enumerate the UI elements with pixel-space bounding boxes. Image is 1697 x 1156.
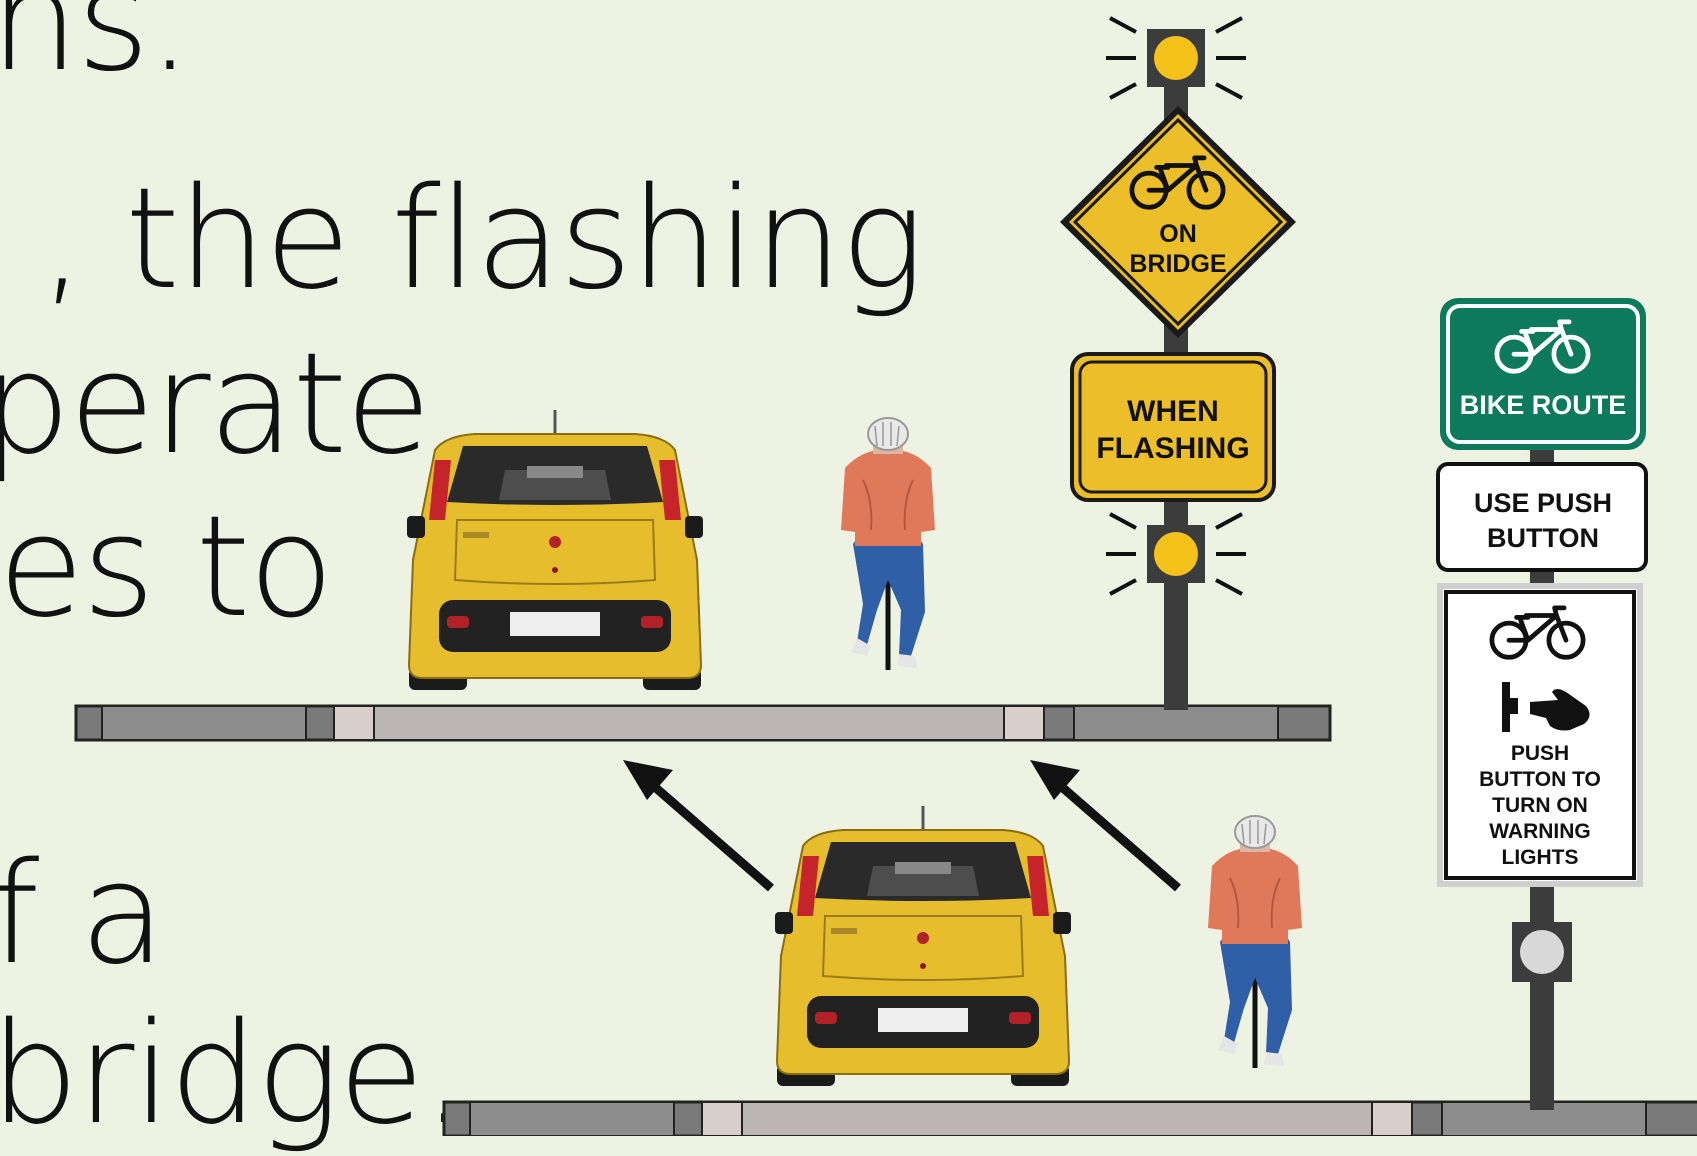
diamond-line-1: ON <box>1159 220 1197 248</box>
arrow-icon <box>1030 760 1178 888</box>
flashing-beacon-icon <box>1106 18 1246 98</box>
arrow-icon <box>623 760 771 888</box>
push-button-instruction-sign: PUSH BUTTON TO TURN ON WARNING LIGHTS <box>1440 586 1640 884</box>
instruction-line-1: PUSH <box>1511 742 1569 765</box>
cyclist-on-bridge <box>841 418 935 670</box>
push-button-line-1: USE PUSH <box>1474 488 1612 518</box>
lower-road <box>444 1102 1697 1136</box>
plaque-line-1: WHEN <box>1127 395 1219 428</box>
bike-on-bridge-warning-sign: ON BRIDGE <box>1060 106 1296 338</box>
instruction-line-3: TURN ON <box>1492 794 1588 817</box>
when-flashing-plaque: WHEN FLASHING <box>1072 354 1274 500</box>
car-on-bridge <box>407 410 703 690</box>
instruction-line-4: WARNING <box>1489 820 1591 843</box>
plaque-line-2: FLASHING <box>1096 432 1249 465</box>
instruction-line-5: LIGHTS <box>1502 846 1579 869</box>
diamond-line-2: BRIDGE <box>1129 250 1226 278</box>
upper-bridge <box>76 706 1330 740</box>
use-push-button-sign: USE PUSH BUTTON <box>1438 464 1646 570</box>
bike-route-sign: BIKE ROUTE <box>1440 298 1646 450</box>
push-button-box[interactable] <box>1512 922 1572 982</box>
flashing-beacon-icon <box>1106 514 1246 594</box>
instruction-line-2: BUTTON TO <box>1479 768 1601 791</box>
cyclist-approaching <box>1208 816 1302 1068</box>
car-approaching <box>775 806 1071 1086</box>
push-button-line-2: BUTTON <box>1487 523 1599 553</box>
bike-route-label: BIKE ROUTE <box>1460 390 1627 420</box>
